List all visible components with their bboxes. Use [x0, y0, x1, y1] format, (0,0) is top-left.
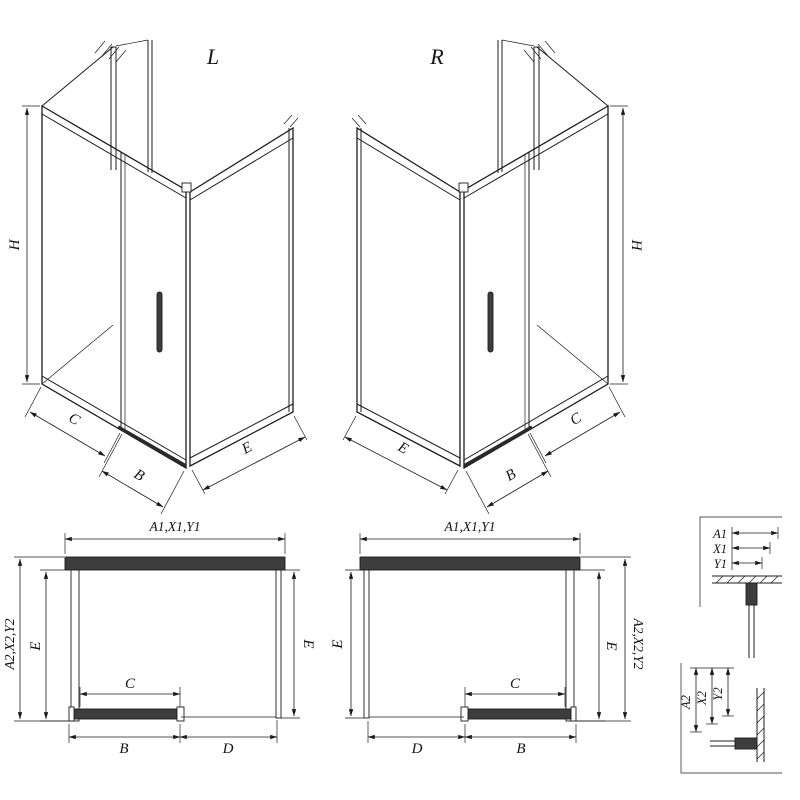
iso-view-left: L: [7, 39, 308, 515]
dim-label-height-left: H: [7, 238, 23, 251]
dim-label-opening-right: C: [568, 410, 586, 429]
sliding-door-plan: [71, 708, 180, 720]
wall-section-bottom-detail: [756, 688, 765, 762]
sliding-door-plan: [465, 708, 574, 720]
dim-label-door-left: B: [131, 466, 147, 484]
glass-section-top-detail: [748, 605, 755, 658]
dim-label-depth-right: E: [394, 439, 410, 458]
dim-label-door: B: [516, 741, 525, 757]
dim-range-top-right-plan: A1,X1,Y1: [359, 519, 581, 554]
dim-label-entry: D: [222, 741, 234, 757]
dim-height-left: H: [7, 105, 40, 385]
side-panel-plan-right: [565, 569, 575, 722]
wall-profile-section: [745, 582, 758, 606]
dim-a2: A2: [679, 667, 702, 733]
wall-hatch-left: [94, 40, 127, 63]
dim-depth-right-plan-l: E: [281, 569, 316, 719]
door-handle: [156, 291, 163, 353]
plan-view-left: A1,X1,Y1 A2,X2,Y2 E E C: [2, 519, 316, 757]
dim-depth-right-plan-r: E: [576, 569, 619, 722]
door-track: [463, 425, 533, 468]
door-handle: [487, 291, 494, 353]
corner-cap: [458, 182, 469, 193]
dim-door-plan-r: D B: [367, 721, 577, 757]
dim-opening-plan-r: C: [464, 676, 566, 707]
dim-label-depth-left: E: [238, 439, 254, 458]
side-panel-back-right: [497, 39, 609, 385]
dim-label-x1: X1: [712, 542, 727, 556]
dim-label-x2: X2: [695, 691, 709, 706]
side-panel-right: [181, 114, 299, 468]
back-wall-panel: [359, 556, 581, 571]
dim-range-top-left-plan: A1,X1,Y1: [64, 519, 286, 554]
dim-label-depth: E: [330, 639, 346, 649]
dim-y1: Y1: [714, 557, 763, 571]
variant-label-right: R: [429, 44, 444, 69]
dim-y2: Y2: [711, 667, 734, 717]
side-panel-plan-left: [70, 569, 80, 722]
variant-label-left: L: [206, 44, 219, 69]
corner-cap: [181, 182, 192, 193]
dim-depth-left: E: [191, 415, 308, 495]
door-end-profile: [68, 706, 75, 722]
dim-label-entry: D: [411, 741, 423, 757]
dim-depth-left-plan-l: E: [28, 569, 69, 722]
dim-opening-right: C: [529, 386, 626, 464]
dim-label-opening: C: [510, 676, 521, 692]
dim-range-side-left-plan: A2,X2,Y2: [2, 556, 71, 722]
dim-label-depth: E: [603, 640, 619, 650]
wall-hatch-right: [523, 40, 556, 63]
dim-depth-right: E: [342, 415, 459, 495]
dim-opening-plan-l: C: [79, 676, 181, 707]
door-end-profile: [570, 706, 577, 722]
glass-section-bottom-detail: [710, 740, 735, 747]
door-track: [117, 425, 187, 468]
dim-label-range-top: A1,X1,Y1: [443, 519, 495, 534]
dim-label-opening: C: [125, 676, 136, 692]
dim-label-y2: Y2: [711, 687, 725, 700]
dim-label-door-right: B: [503, 466, 519, 484]
dim-door-left: B: [98, 433, 185, 515]
dim-x2: X2: [695, 667, 718, 725]
detail-wall-profile-bottom: A2 X2 Y2: [679, 663, 782, 774]
dim-label-depth: E: [28, 641, 44, 651]
dim-door-plan-l: B D: [68, 720, 278, 757]
plan-view-right: A1,X1,Y1 A2,X2,Y2 E E C: [330, 519, 646, 757]
wall-profile-section: [734, 737, 758, 750]
front-door-panel-left: [41, 104, 187, 470]
dim-label-height-right: H: [628, 239, 644, 252]
side-panel-back-left: [41, 39, 153, 385]
iso-view-right: R: [342, 39, 644, 515]
side-panel-plan-left: [363, 569, 370, 719]
dim-height-right: H: [610, 105, 644, 385]
dim-label-range-top: A1,X1,Y1: [148, 519, 200, 534]
dim-a1: A1: [712, 527, 779, 541]
dim-door-right: B: [465, 433, 552, 515]
wall-section-top-detail: [712, 575, 782, 584]
dim-label-range-side: A2,X2,Y2: [631, 617, 646, 669]
dim-label-a1: A1: [712, 527, 727, 541]
dim-label-range-side: A2,X2,Y2: [2, 618, 17, 670]
dim-depth-left-plan-r: E: [330, 569, 364, 719]
side-panel-left: [351, 114, 469, 468]
dim-label-door: B: [119, 741, 128, 757]
back-wall-panel: [64, 556, 286, 571]
side-panel-plan-right: [275, 569, 282, 719]
dim-label-depth: E: [300, 638, 316, 648]
detail-wall-profile-top: A1 X1 Y1: [699, 516, 782, 658]
dim-range-side-right-plan: A2,X2,Y2: [574, 556, 646, 722]
dim-label-opening-left: C: [66, 410, 84, 429]
dim-label-a2: A2: [679, 695, 693, 710]
front-door-panel-right: [463, 104, 609, 470]
dim-opening-left: C: [24, 386, 121, 464]
dim-label-y1: Y1: [714, 557, 727, 571]
door-end-profile: [176, 706, 185, 722]
door-end-profile: [460, 706, 469, 722]
dim-x1: X1: [712, 542, 771, 556]
